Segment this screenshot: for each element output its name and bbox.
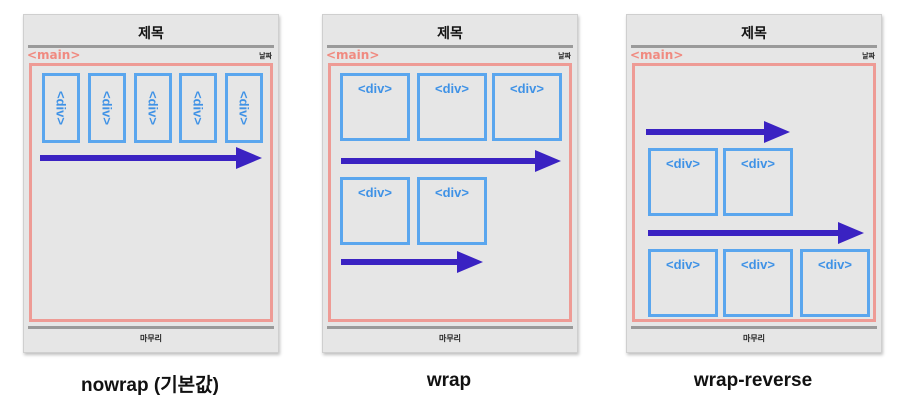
footer-divider: [631, 326, 877, 329]
div-box: <div>: [225, 73, 263, 143]
header-divider: [631, 45, 877, 48]
main-tag-label: <main>: [27, 48, 81, 62]
date-label: 날짜: [259, 52, 272, 60]
flow-arrow: [341, 150, 561, 172]
div-box: <div>: [417, 73, 487, 141]
div-box: <div>: [800, 249, 870, 317]
page-title: 제목: [741, 26, 767, 42]
flow-arrow: [646, 121, 790, 143]
date-label: 날짜: [558, 52, 571, 60]
footer-divider: [327, 326, 573, 329]
main-tag-label: <main>: [326, 48, 380, 62]
div-box: <div>: [723, 148, 793, 216]
flow-arrow: [648, 222, 864, 244]
caption-wrap-reverse: wrap-reverse: [693, 370, 813, 391]
div-box: <div>: [134, 73, 172, 143]
flow-arrow: [341, 251, 483, 273]
div-box: <div>: [179, 73, 217, 143]
div-box: <div>: [340, 73, 410, 141]
flow-arrow: [40, 147, 262, 169]
caption-wrap: wrap: [426, 370, 472, 391]
div-box: <div>: [340, 177, 410, 245]
div-box: <div>: [417, 177, 487, 245]
panel-wrap: 제목 <main> 날짜 <div> <div> <div> <div> <di…: [322, 14, 578, 353]
main-container: [632, 63, 876, 322]
panel-nowrap: 제목 <main> 날짜 <div> <div> <div> <div> <di…: [23, 14, 279, 353]
footer-label: 마무리: [438, 334, 462, 343]
footer-divider: [28, 326, 274, 329]
div-box: <div>: [88, 73, 126, 143]
header-divider: [327, 45, 573, 48]
div-box: <div>: [723, 249, 793, 317]
panel-wrap-reverse: 제목 <main> 날짜 <div> <div> <div> <div> <di…: [626, 14, 882, 353]
div-box: <div>: [648, 249, 718, 317]
caption-nowrap: nowrap (기본값): [81, 375, 219, 396]
footer-label: 마무리: [742, 334, 766, 343]
div-box: <div>: [492, 73, 562, 141]
main-tag-label: <main>: [630, 48, 684, 62]
main-container: [29, 63, 273, 322]
date-label: 날짜: [862, 52, 875, 60]
footer-label: 마무리: [139, 334, 163, 343]
main-container: [328, 63, 572, 322]
page-title: 제목: [138, 26, 164, 42]
div-box: <div>: [42, 73, 80, 143]
header-divider: [28, 45, 274, 48]
div-box: <div>: [648, 148, 718, 216]
page-title: 제목: [437, 26, 463, 42]
